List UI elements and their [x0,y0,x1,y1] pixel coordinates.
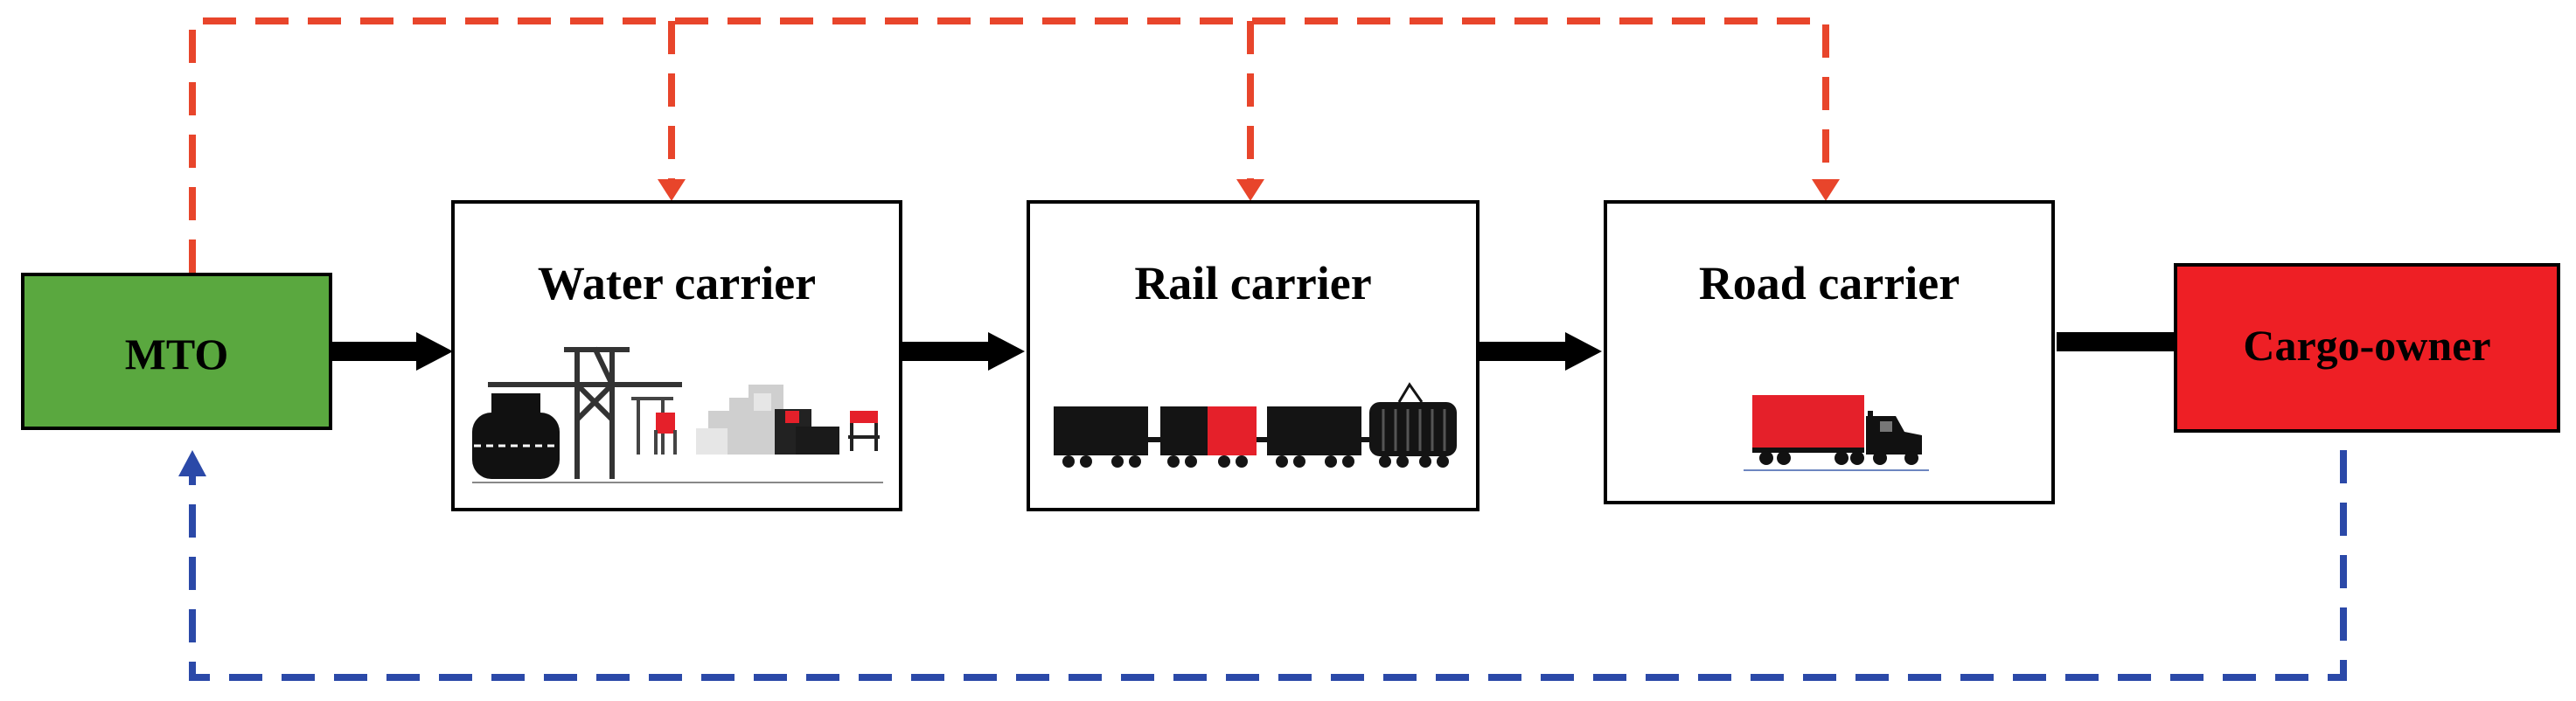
rail-carrier-label: Rail carrier [1134,257,1371,309]
container-port-icon [472,346,883,483]
control-arrowheads [658,179,1840,201]
water-carrier-box [451,200,902,511]
flow-arrow-mto-water [331,332,453,371]
water-carrier-node: Water carrier [451,200,902,511]
cargo-owner-node: Cargo-owner [2174,263,2560,433]
feedback-line [189,450,2347,681]
rail-carrier-box [1027,200,1479,511]
cargo-owner-label: Cargo-owner [2243,321,2490,370]
feedback-arrowhead [178,450,206,476]
control-arrowhead-water [658,179,686,201]
control-arrowhead-rail [1236,179,1264,201]
rail-carrier-node: Rail carrier [1027,200,1479,511]
flow-arrow-water-rail [902,332,1025,371]
control-line-main [189,17,1829,273]
mto-box [21,273,332,430]
mto-node: MTO [21,273,332,430]
mto-label: MTO [125,330,229,378]
truck-icon [1744,395,1929,471]
water-carrier-label: Water carrier [538,257,816,309]
cargo-owner-box [2174,263,2560,433]
control-arrowhead-road [1812,179,1840,201]
road-carrier-node: Road carrier [1604,200,2055,504]
freight-train-icon [1054,382,1457,468]
road-carrier-box [1604,200,2055,504]
flow-arrow-rail-road [1479,332,1602,371]
control-lines [189,17,1829,273]
road-carrier-label: Road carrier [1699,257,1960,309]
